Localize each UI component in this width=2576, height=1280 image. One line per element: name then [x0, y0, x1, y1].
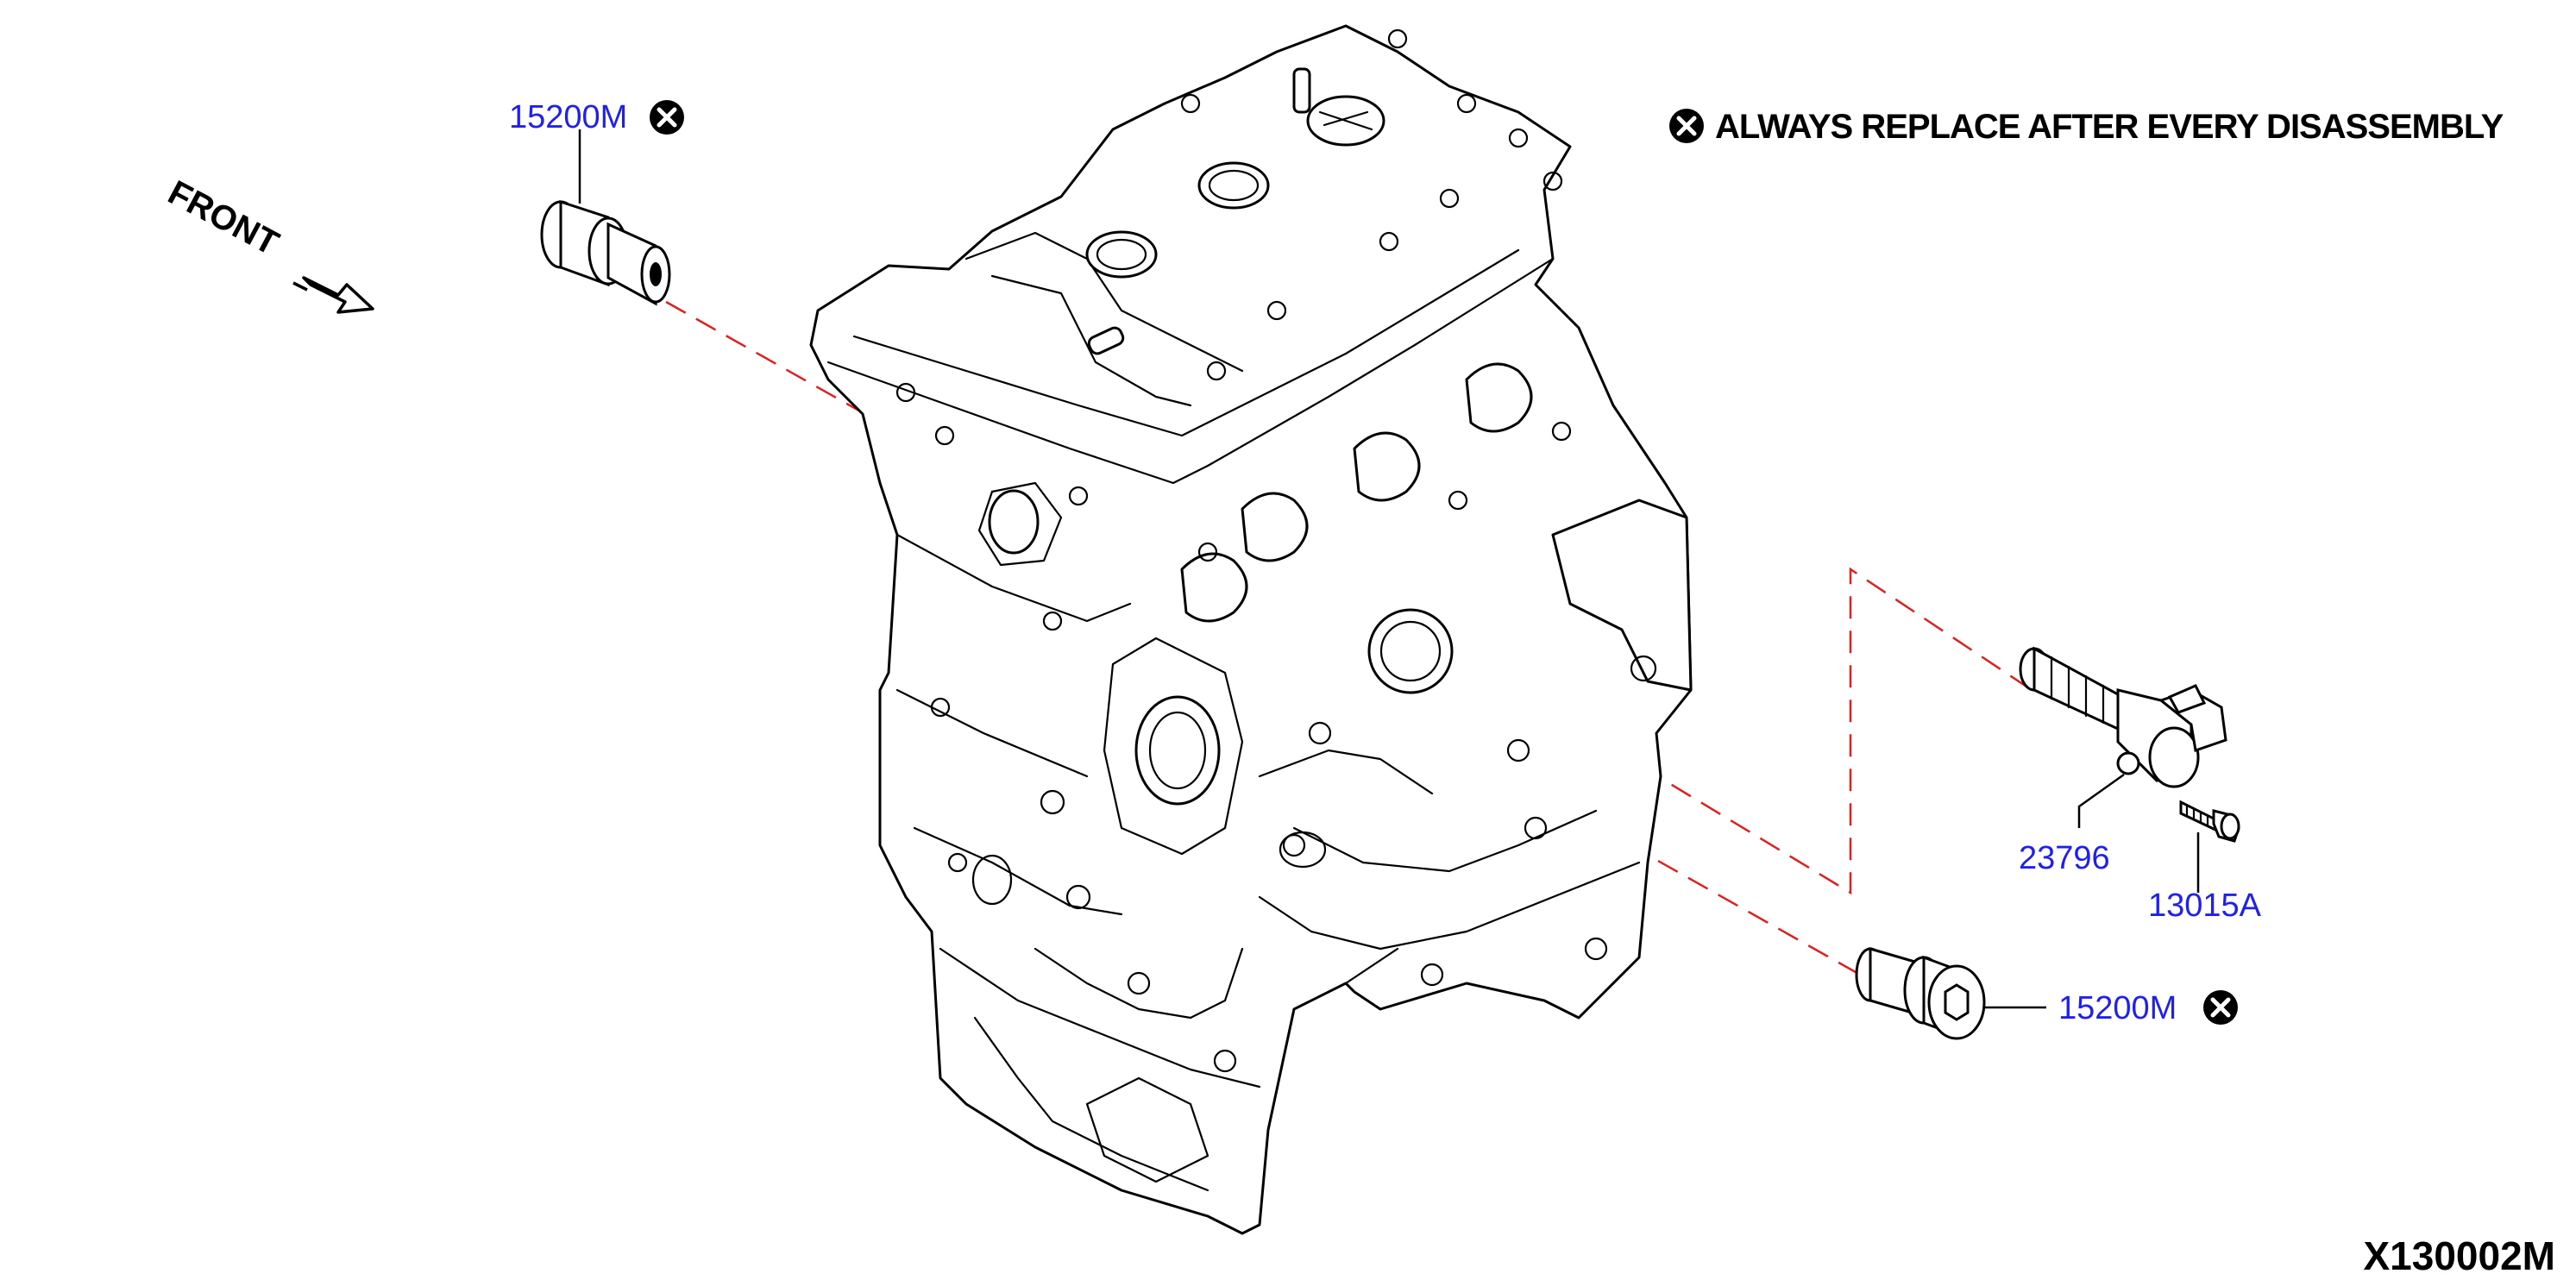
replace-notice: ALWAYS REPLACE AFTER EVERY DISASSEMBLY	[1669, 108, 2505, 146]
front-label: FRONT	[162, 173, 285, 263]
circle-x-icon	[1669, 109, 1704, 143]
notice-text: ALWAYS REPLACE AFTER EVERY DISASSEMBLY	[1715, 108, 2504, 146]
callout-filter-top[interactable]: 15200M	[509, 99, 627, 135]
front-arrow-icon	[292, 276, 374, 314]
engine-block	[809, 24, 1693, 1235]
oil-strainer-bottom[interactable]	[1855, 947, 1986, 1040]
front-indicator: FRONT	[162, 173, 374, 314]
oil-strainer-top[interactable]	[540, 199, 671, 306]
callout-filter-bottom[interactable]: 15200M	[2058, 990, 2177, 1026]
solenoid-valve[interactable]	[2019, 646, 2227, 788]
bolt[interactable]	[2179, 800, 2240, 843]
alignment-lines	[665, 300, 2030, 981]
figure-code: X130002M	[2364, 1233, 2556, 1278]
circle-x-icon	[650, 100, 684, 135]
callout-bolt[interactable]: 13015A	[2148, 888, 2262, 924]
callout-solenoid[interactable]: 23796	[2019, 840, 2110, 876]
circle-x-icon	[2203, 990, 2238, 1025]
